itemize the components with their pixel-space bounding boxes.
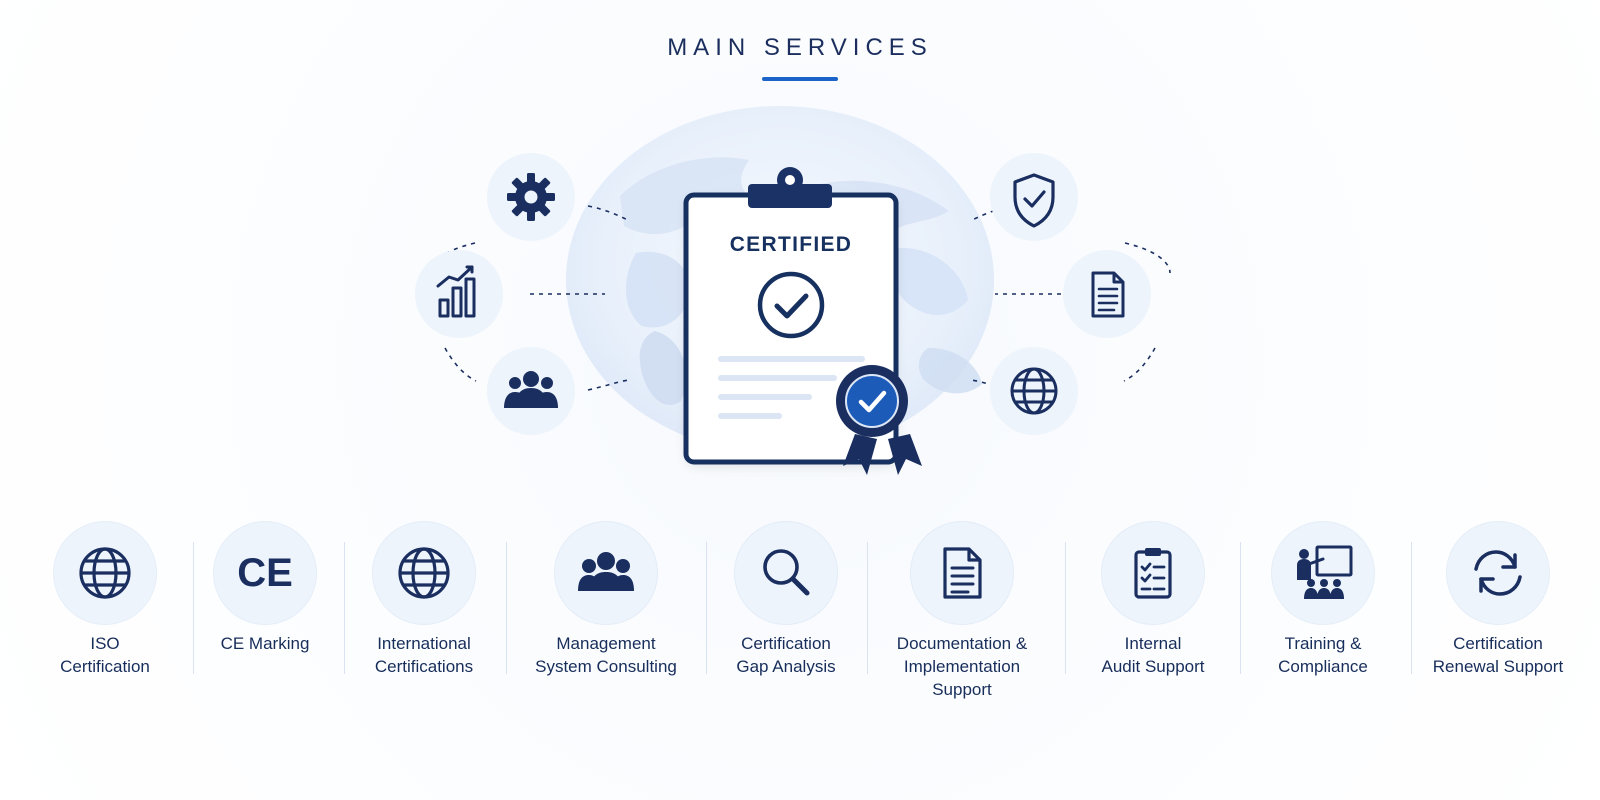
service-icon-circle: CE — [214, 522, 316, 624]
separator — [1065, 542, 1066, 674]
separator — [506, 542, 507, 674]
left-orbit-gear-icon — [487, 153, 575, 241]
presentation-icon — [1297, 545, 1353, 599]
separator — [344, 542, 345, 674]
service-ce-marking[interactable]: CE CE Marking — [180, 522, 350, 722]
document-icon — [943, 547, 982, 599]
service-international-certifications[interactable]: International Certifications — [339, 522, 509, 722]
service-icon-circle — [735, 522, 837, 624]
ce-mark-icon: CE — [237, 551, 293, 595]
refresh-icon — [1474, 550, 1522, 596]
left-orbit-people-icon — [487, 347, 575, 435]
service-documentation-implementation-support[interactable]: Documentation & Implementation Support — [877, 522, 1047, 722]
service-icon-circle — [1447, 522, 1549, 624]
service-iso-certification[interactable]: ISO Certification — [20, 522, 190, 722]
svg-text:CE: CE — [237, 551, 293, 595]
service-label: ISO Certification — [60, 634, 150, 676]
service-management-system-consulting[interactable]: Management System Consulting — [521, 522, 691, 722]
certified-label: CERTIFIED — [730, 233, 853, 256]
ribbon-badge-icon — [836, 365, 922, 475]
people-icon — [578, 552, 634, 591]
separator — [867, 542, 868, 674]
service-internal-audit-support[interactable]: Internal Audit Support — [1068, 522, 1238, 722]
service-label: CE Marking — [220, 634, 310, 653]
separator — [1240, 542, 1241, 674]
service-label: Certification Gap Analysis — [736, 634, 836, 676]
globe-icon — [79, 547, 131, 599]
service-label: International Certifications — [374, 634, 474, 676]
service-icon-circle — [373, 522, 475, 624]
separator — [706, 542, 707, 674]
right-orbit-globe-icon — [990, 347, 1078, 435]
service-label: Certification Renewal Support — [1432, 634, 1564, 676]
left-orbit-bar-chart-icon — [415, 250, 503, 338]
magnifier-icon — [763, 549, 810, 596]
certificate-text-lines — [718, 356, 865, 419]
certification-hero-illustration: CERTIFIED — [415, 106, 1171, 475]
service-icon-circle — [54, 522, 156, 624]
page-title: MAIN SERVICES — [667, 34, 933, 61]
service-label: Management System Consulting — [535, 634, 677, 676]
check-circle-icon — [757, 271, 825, 339]
title-underline — [762, 77, 838, 81]
service-icon-circle — [555, 522, 657, 624]
separator — [193, 542, 194, 674]
service-label: Training & Compliance — [1278, 634, 1368, 676]
certificate-clipboard: CERTIFIED — [683, 167, 922, 475]
globe-icon — [398, 547, 450, 599]
service-training-compliance[interactable]: Training & Compliance — [1238, 522, 1408, 722]
separator — [1411, 542, 1412, 674]
service-icon-circle — [911, 522, 1013, 624]
right-orbit-shield-check-icon — [990, 153, 1078, 241]
right-orbit-document-icon — [1063, 250, 1151, 338]
service-label: Documentation & Implementation Support — [896, 634, 1028, 699]
service-certification-renewal-support[interactable]: Certification Renewal Support — [1413, 522, 1583, 722]
clipboard-icon — [748, 167, 832, 208]
service-icon-circle — [1102, 522, 1204, 624]
service-label: Internal Audit Support — [1101, 634, 1205, 676]
service-icon-circle — [1272, 522, 1374, 624]
service-certification-gap-analysis[interactable]: Certification Gap Analysis — [701, 522, 871, 722]
checklist-icon — [1134, 548, 1172, 599]
